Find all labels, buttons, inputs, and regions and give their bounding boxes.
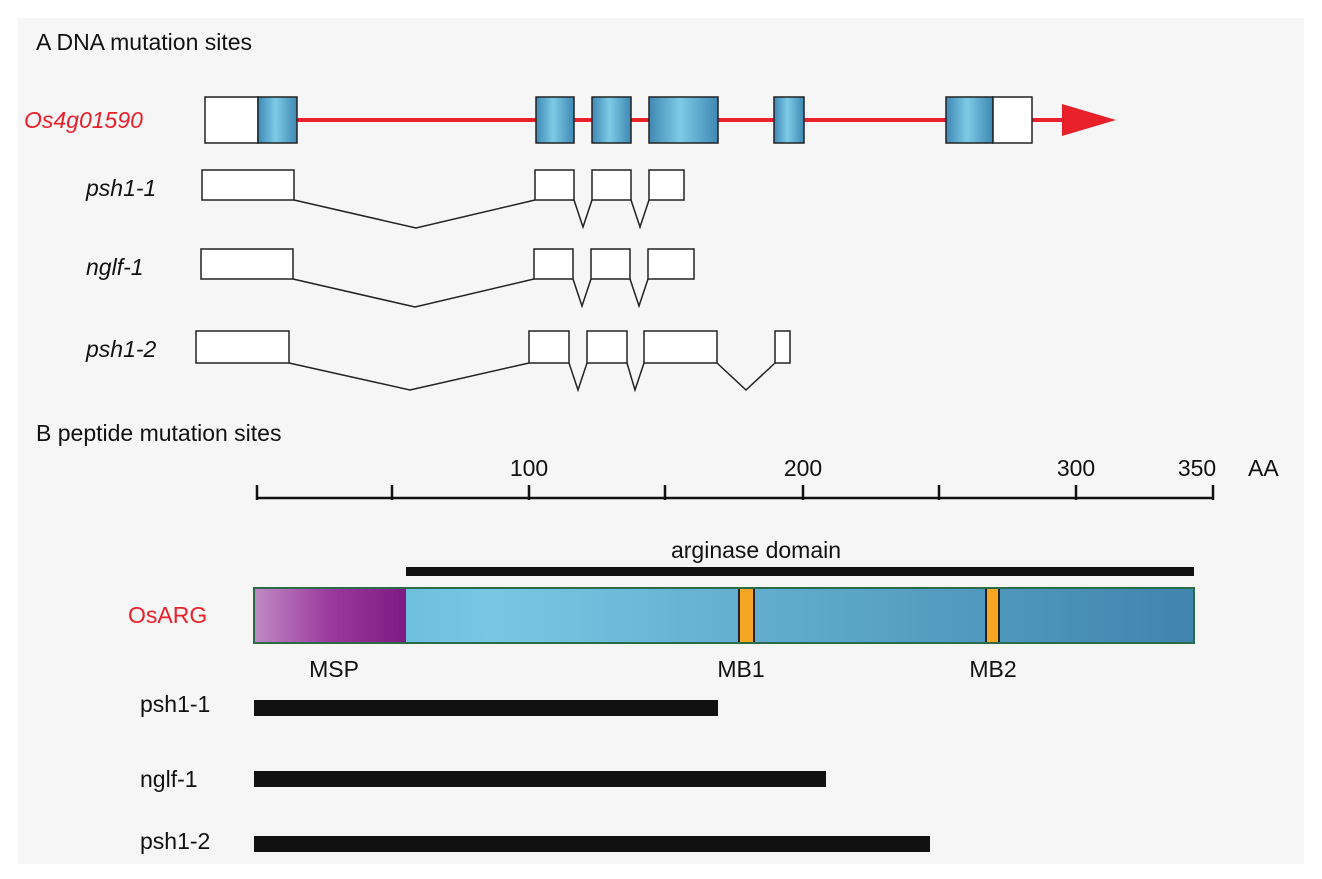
- truncation-psh1-2: psh1-2: [140, 828, 930, 854]
- transcript-exon: [200, 248, 294, 280]
- splice-junction: [629, 278, 649, 309]
- splice-junction: [573, 199, 593, 230]
- transcript-exon: [586, 330, 628, 364]
- panel-a-label: A DNA mutation sites: [36, 29, 252, 55]
- truncation-psh1-1: psh1-1: [140, 691, 718, 717]
- transcript-exon: [591, 169, 632, 201]
- splice-junction: [568, 362, 588, 393]
- truncation-bar: [254, 700, 718, 716]
- protein-outline: [253, 587, 1195, 644]
- tick-label: 100: [510, 455, 548, 481]
- transcript-exon: [647, 248, 695, 280]
- gene-direction-arrow: [1062, 104, 1116, 136]
- truncation-label: psh1-1: [140, 691, 210, 717]
- transcript-exon: [534, 169, 575, 201]
- mb1-motif: [738, 587, 755, 644]
- transcript-psh1-2: psh1-2: [85, 330, 791, 393]
- panel-b-label: B peptide mutation sites: [36, 420, 281, 446]
- truncation-nglf-1: nglf-1: [140, 766, 826, 792]
- truncation-label: psh1-2: [140, 828, 210, 854]
- domain-bar: [406, 567, 1194, 576]
- tick-label: 350: [1178, 455, 1216, 481]
- transcript-nglf-1: nglf-1: [86, 248, 695, 309]
- splice-junction: [292, 278, 535, 308]
- transcript-label: psh1-1: [85, 175, 156, 201]
- splice-junction: [626, 362, 645, 393]
- transcript-exon: [533, 248, 574, 280]
- aa-axis: 100 200 300 350 AA: [255, 455, 1279, 500]
- transcript-exon: [201, 169, 295, 201]
- gene-name: Os4g01590: [24, 107, 143, 133]
- utr-3prime: [992, 96, 1033, 144]
- protein-bar: [253, 587, 1195, 644]
- splice-junction: [293, 199, 536, 229]
- transcript-exon: [774, 330, 791, 364]
- transcript-label: nglf-1: [86, 254, 144, 280]
- mb2-motif: [985, 587, 1000, 644]
- feature-label-mb2: MB2: [969, 656, 1016, 682]
- splice-junction: [630, 199, 650, 230]
- exon-6: [945, 96, 994, 144]
- tick-label: 200: [784, 455, 822, 481]
- tick-label: 300: [1057, 455, 1095, 481]
- truncation-bar: [254, 771, 826, 787]
- splice-junction: [572, 278, 592, 309]
- gene-model: Os4g01590: [24, 96, 1116, 144]
- protein-body: [254, 588, 1194, 643]
- utr-5prime: [204, 96, 259, 144]
- exon-3: [591, 96, 632, 144]
- transcript-exon: [528, 330, 570, 364]
- msp-region: [254, 588, 406, 643]
- splice-junction: [288, 362, 530, 391]
- splice-junction: [716, 362, 776, 392]
- domain-label: arginase domain: [671, 537, 841, 563]
- transcript-exon: [648, 169, 685, 201]
- feature-label-msp: MSP: [309, 656, 359, 682]
- truncation-bar: [254, 836, 930, 852]
- exon-4: [648, 96, 719, 144]
- exon-2: [535, 96, 575, 144]
- axis-unit: AA: [1248, 455, 1279, 481]
- exon-5: [773, 96, 805, 144]
- transcript-psh1-1: psh1-1: [85, 169, 685, 230]
- feature-label-mb1: MB1: [717, 656, 764, 682]
- exon-1: [257, 96, 298, 144]
- transcript-exon: [643, 330, 718, 364]
- panel-background: [18, 18, 1304, 864]
- transcript-label: psh1-2: [85, 336, 157, 362]
- protein-name: OsARG: [128, 602, 207, 628]
- transcript-exon: [590, 248, 631, 280]
- transcript-exon: [195, 330, 290, 364]
- truncation-label: nglf-1: [140, 766, 198, 792]
